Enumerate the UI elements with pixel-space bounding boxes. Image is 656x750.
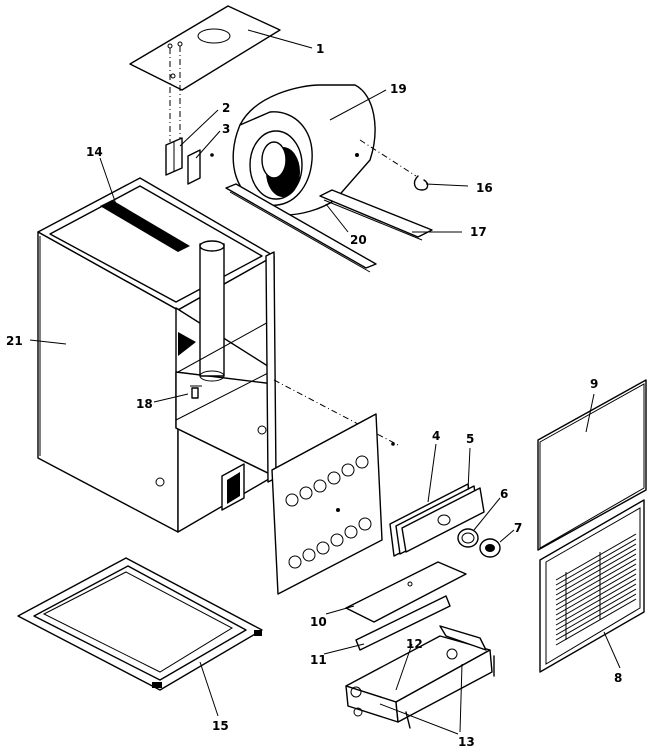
part-label-11: 11 bbox=[310, 653, 327, 667]
part-label-7: 7 bbox=[514, 521, 522, 535]
burner-tray-part bbox=[345, 625, 495, 729]
cabinet-part bbox=[37, 177, 277, 533]
part-label-1: 1 bbox=[316, 42, 324, 56]
blower-housing-part bbox=[232, 84, 376, 216]
blower-side-rail-part bbox=[319, 189, 433, 241]
assembly-leader bbox=[273, 379, 401, 447]
fitting-part bbox=[479, 538, 501, 558]
part-label-3: 3 bbox=[222, 122, 230, 136]
part-label-16: 16 bbox=[476, 181, 493, 195]
part-label-19: 19 bbox=[390, 82, 407, 96]
plate-part bbox=[345, 561, 467, 623]
part-label-15: 15 bbox=[212, 719, 229, 733]
part-label-6: 6 bbox=[500, 487, 508, 501]
part-label-9: 9 bbox=[590, 377, 598, 391]
part-label-5: 5 bbox=[466, 432, 474, 446]
leader-lines bbox=[29, 29, 621, 735]
blower-rail-part bbox=[225, 183, 377, 273]
top-panel-part bbox=[129, 5, 281, 142]
base-pan-part bbox=[17, 557, 263, 691]
part-label-17: 17 bbox=[470, 225, 487, 239]
part-labels: 1 2 3 4 5 6 7 8 9 10 11 12 13 14 15 16 1… bbox=[6, 42, 622, 749]
part-label-2: 2 bbox=[222, 101, 230, 115]
door-panel-part bbox=[537, 379, 647, 551]
part-label-8: 8 bbox=[614, 671, 622, 685]
part-label-14: 14 bbox=[86, 145, 103, 159]
part-label-13: 13 bbox=[458, 735, 475, 749]
part-label-10: 10 bbox=[310, 615, 327, 629]
part-label-20: 20 bbox=[350, 233, 367, 247]
ring-part bbox=[457, 528, 479, 548]
gasket-part bbox=[389, 483, 485, 557]
part-label-4: 4 bbox=[432, 429, 440, 443]
screw-part bbox=[190, 385, 202, 399]
part-label-18: 18 bbox=[136, 397, 153, 411]
clip-part bbox=[187, 149, 214, 185]
bracket-part bbox=[165, 137, 183, 176]
part-label-21: 21 bbox=[6, 334, 23, 348]
louvered-door-part bbox=[539, 499, 645, 673]
burner-panel-part bbox=[271, 413, 395, 595]
part-label-12: 12 bbox=[406, 637, 423, 651]
